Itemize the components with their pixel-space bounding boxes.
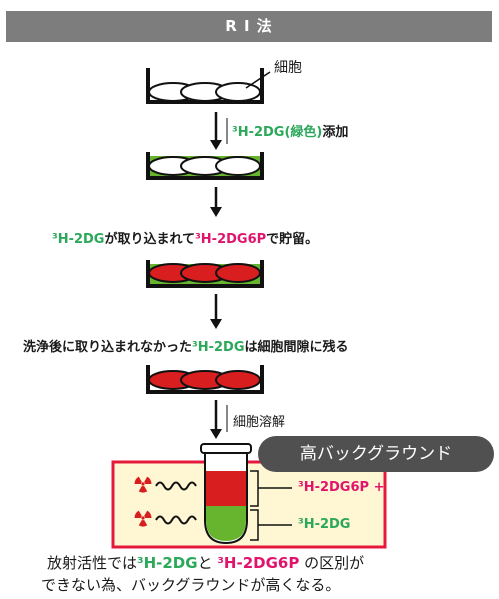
tracer-add-suffix: 添加 <box>322 125 349 140</box>
radiation-icon <box>134 475 152 493</box>
arrow-down-icon <box>210 187 222 217</box>
radiation-icon <box>134 509 152 527</box>
conclusion-line-2: できない為、バックグラウンドが高くなる。 <box>41 576 341 594</box>
tube-label-tracer: ³H-2DG <box>298 517 351 532</box>
tube-label-product: ³H-2DG6P + <box>298 480 385 495</box>
arrow-down-icon <box>210 400 222 439</box>
background-badge <box>258 436 494 472</box>
conclusion-tracer: ³H-2DG <box>137 554 198 572</box>
lysate-tube <box>200 443 252 545</box>
cells-pointer-line <box>245 71 271 89</box>
cells-label: 細胞 <box>274 60 302 76</box>
wash-tracer: ³H-2DG <box>192 340 245 355</box>
conclusion-line-1: 放射活性では³H-2DGと ³H-2DG6P の区別が <box>47 552 364 573</box>
tube-cap <box>200 443 252 454</box>
uptake-tracer: ³H-2DG <box>52 232 105 247</box>
wash-lead: 洗浄後に取り込まれなかった <box>23 340 193 355</box>
tracer-add-name: ³H-2DG(緑色) <box>232 125 323 140</box>
conclusion-product: ³H-2DG6P <box>217 554 300 572</box>
tracer-add-label: ³H-2DG(緑色)添加 <box>232 121 348 140</box>
conclusion-lead: 放射活性では <box>47 554 138 572</box>
result-box <box>111 460 387 549</box>
wash-caption: 洗浄後に取り込まれなかった³H-2DGは細胞間隙に残る <box>23 336 349 355</box>
uptake-tail: で貯留。 <box>266 232 319 247</box>
background-badge-text: 高バックグラウンド <box>299 444 453 464</box>
arrow-down-icon <box>210 112 222 150</box>
uptake-caption: ³H-2DGが取り込まれて³H-2DG6Pで貯留。 <box>52 228 318 247</box>
wavy-signal <box>155 515 197 525</box>
uptake-product: ³H-2DG6P <box>195 232 267 247</box>
conclusion-tail: の区別が <box>299 554 365 572</box>
label-brackets <box>250 470 292 541</box>
dish-washed <box>146 365 264 394</box>
wash-tail: は細胞間隙に残る <box>244 340 349 355</box>
method-header: R I 法 <box>6 11 492 42</box>
dish-tracer-added <box>146 152 264 180</box>
arrow-down-icon <box>210 294 222 329</box>
dish-tracer-uptake <box>146 260 264 288</box>
conclusion-mid: と <box>197 554 218 572</box>
wavy-signal <box>155 481 197 491</box>
uptake-mid: が取り込まれて <box>104 232 196 247</box>
dish-cells <box>146 68 271 104</box>
lysis-label: 細胞溶解 <box>233 415 286 430</box>
